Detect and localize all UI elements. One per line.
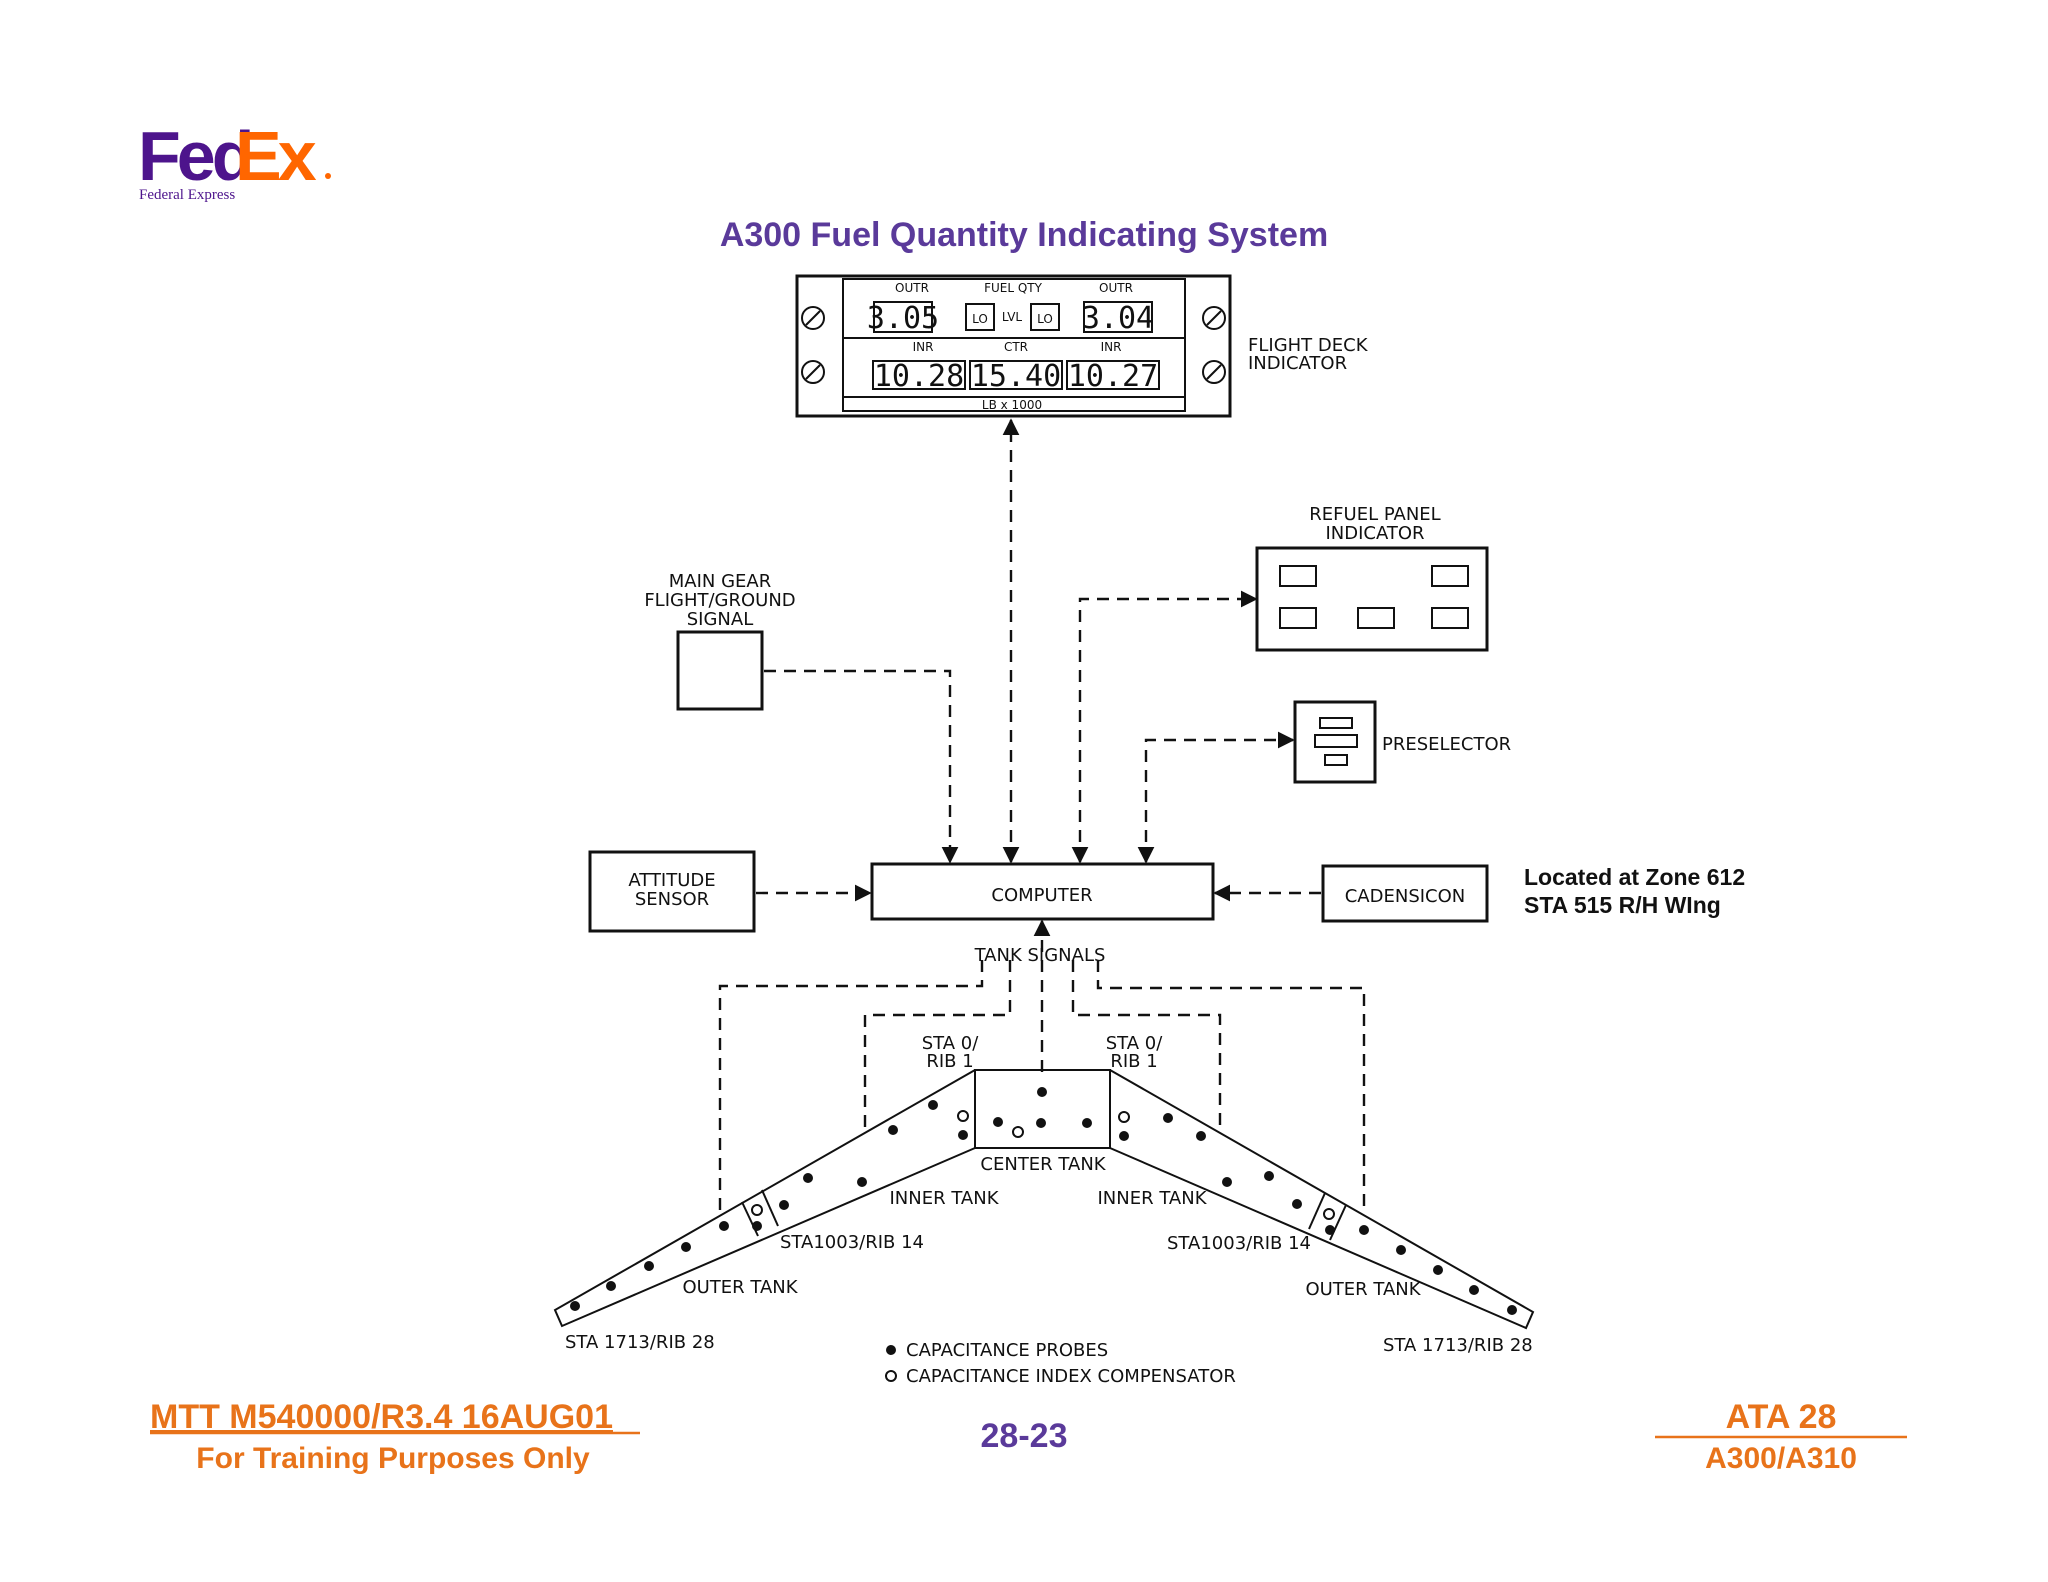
computer-box bbox=[870, 862, 1215, 921]
display-inr-right bbox=[1066, 360, 1160, 390]
screw-icon bbox=[1202, 360, 1226, 384]
tank-signals-label: TANK SIGNALS bbox=[974, 945, 1106, 966]
header-inr-right: INR bbox=[1101, 340, 1122, 354]
lo-left-light bbox=[965, 303, 995, 331]
outr-right-value: 3.04 bbox=[1082, 301, 1154, 336]
signal-inner-right bbox=[1071, 960, 1222, 1130]
main-gear-label-3: SIGNAL bbox=[687, 609, 754, 630]
footer-page-number: 28-23 bbox=[981, 1417, 1068, 1455]
capacitance-probes bbox=[570, 1087, 1517, 1315]
inner-tank-right-label: INNER TANK bbox=[1097, 1188, 1207, 1209]
link-preselector bbox=[1137, 731, 1295, 864]
computer-label: COMPUTER bbox=[991, 885, 1092, 906]
attitude-label-1: ATTITUDE bbox=[628, 870, 715, 891]
footer-training: For Training Purposes Only bbox=[196, 1442, 590, 1475]
preselector-label: PRESELECTOR bbox=[1382, 734, 1511, 755]
sta1003-left-label: STA1003/RIB 14 bbox=[780, 1232, 924, 1253]
main-gear-label-2: FLIGHT/GROUND bbox=[644, 590, 795, 611]
signal-outer-right bbox=[1096, 960, 1366, 1210]
main-gear-box bbox=[676, 630, 764, 711]
attitude-label-2: SENSOR bbox=[635, 889, 709, 910]
header-ctr: CTR bbox=[1004, 340, 1028, 354]
sta0-left-1: STA 0/ bbox=[922, 1033, 980, 1054]
inr-left-value: 10.28 bbox=[874, 359, 964, 394]
display-ctr bbox=[969, 360, 1063, 390]
preselector-box bbox=[1293, 700, 1377, 784]
cadensicon-label: CADENSICON bbox=[1345, 886, 1466, 907]
sta0-right-1: STA 0/ bbox=[1106, 1033, 1164, 1054]
lo-left-text: LO bbox=[972, 312, 988, 326]
header-fuel-qty: FUEL QTY bbox=[984, 281, 1043, 295]
screw-icon bbox=[801, 360, 825, 384]
main-gear-label-1: MAIN GEAR bbox=[669, 571, 771, 592]
wing-outline bbox=[553, 1069, 1535, 1330]
lo-right-light bbox=[1030, 303, 1060, 331]
logo-fed: Fed bbox=[138, 117, 251, 195]
footer-mtt: MTT M540000/R3.4 16AUG01 bbox=[150, 1398, 613, 1436]
screw-icon bbox=[801, 306, 825, 330]
outer-tank-right-label: OUTER TANK bbox=[1305, 1279, 1421, 1300]
display-outr-right bbox=[1083, 301, 1153, 333]
outr-left-value: 3.05 bbox=[867, 301, 939, 336]
fedex-logo: Fed Ex Federal Express bbox=[138, 117, 331, 203]
lo-right-text: LO bbox=[1037, 312, 1053, 326]
refuel-label-1: REFUEL PANEL bbox=[1309, 504, 1440, 525]
indicator-face bbox=[842, 278, 1186, 412]
compensator-legend-icon bbox=[885, 1370, 897, 1382]
link-main-gear bbox=[764, 669, 959, 864]
sta1713-right-label: STA 1713/RIB 28 bbox=[1383, 1335, 1533, 1356]
screw-icon bbox=[1202, 306, 1226, 330]
center-tank-label: CENTER TANK bbox=[980, 1154, 1106, 1175]
sta0-left-2: RIB 1 bbox=[926, 1051, 973, 1072]
display-outr-left bbox=[873, 301, 933, 333]
inner-tank-left-label: INNER TANK bbox=[889, 1188, 999, 1209]
ctr-value: 15.40 bbox=[971, 359, 1061, 394]
flight-deck-label-1: FLIGHT DECK bbox=[1248, 335, 1369, 356]
footer-ata: ATA 28 bbox=[1726, 1398, 1837, 1436]
capacitance-compensators bbox=[751, 1110, 1335, 1220]
header-inr-left: INR bbox=[913, 340, 934, 354]
page-title: A300 Fuel Quantity Indicating System bbox=[720, 216, 1328, 254]
outer-tank-left-label: OUTER TANK bbox=[682, 1277, 798, 1298]
indicator-panel bbox=[795, 274, 1232, 418]
inr-right-value: 10.27 bbox=[1068, 359, 1158, 394]
probe-legend-icon bbox=[886, 1345, 896, 1355]
signal-outer-left bbox=[718, 960, 984, 1210]
display-inr-left bbox=[872, 360, 966, 390]
logo-subtitle: Federal Express bbox=[139, 187, 235, 203]
refuel-panel-indicator bbox=[1255, 546, 1489, 652]
legend-probes: CAPACITANCE PROBES bbox=[906, 1340, 1108, 1361]
location-note-2: STA 515 R/H WIng bbox=[1524, 892, 1721, 918]
legend: CAPACITANCE PROBES CAPACITANCE INDEX COM… bbox=[885, 1340, 1236, 1387]
flight-deck-label-2: INDICATOR bbox=[1248, 353, 1347, 374]
cadensicon-box bbox=[1321, 864, 1489, 923]
sta1713-left-label: STA 1713/RIB 28 bbox=[565, 1332, 715, 1353]
refuel-label-2: INDICATOR bbox=[1325, 523, 1424, 544]
flight-deck-indicator: OUTR FUEL QTY OUTR 3.05 LO LVL LO 3.04 I… bbox=[795, 274, 1232, 418]
signal-inner-left bbox=[863, 960, 1012, 1130]
units-label: LB x 1000 bbox=[982, 398, 1042, 412]
location-note-1: Located at Zone 612 bbox=[1524, 864, 1745, 890]
footer-aircraft: A300/A310 bbox=[1705, 1442, 1857, 1475]
lvl-text: LVL bbox=[1002, 310, 1023, 324]
legend-compensator: CAPACITANCE INDEX COMPENSATOR bbox=[906, 1366, 1236, 1387]
header-outr-right: OUTR bbox=[1099, 281, 1133, 295]
connectors bbox=[718, 418, 1366, 1210]
logo-ex: Ex bbox=[235, 117, 317, 195]
sta1003-right-label: STA1003/RIB 14 bbox=[1167, 1233, 1311, 1254]
attitude-sensor-box bbox=[588, 850, 756, 933]
header-outr-left: OUTR bbox=[895, 281, 929, 295]
sta0-right-2: RIB 1 bbox=[1110, 1051, 1157, 1072]
logo-dot bbox=[325, 173, 331, 179]
link-refuel-panel bbox=[1071, 590, 1258, 864]
